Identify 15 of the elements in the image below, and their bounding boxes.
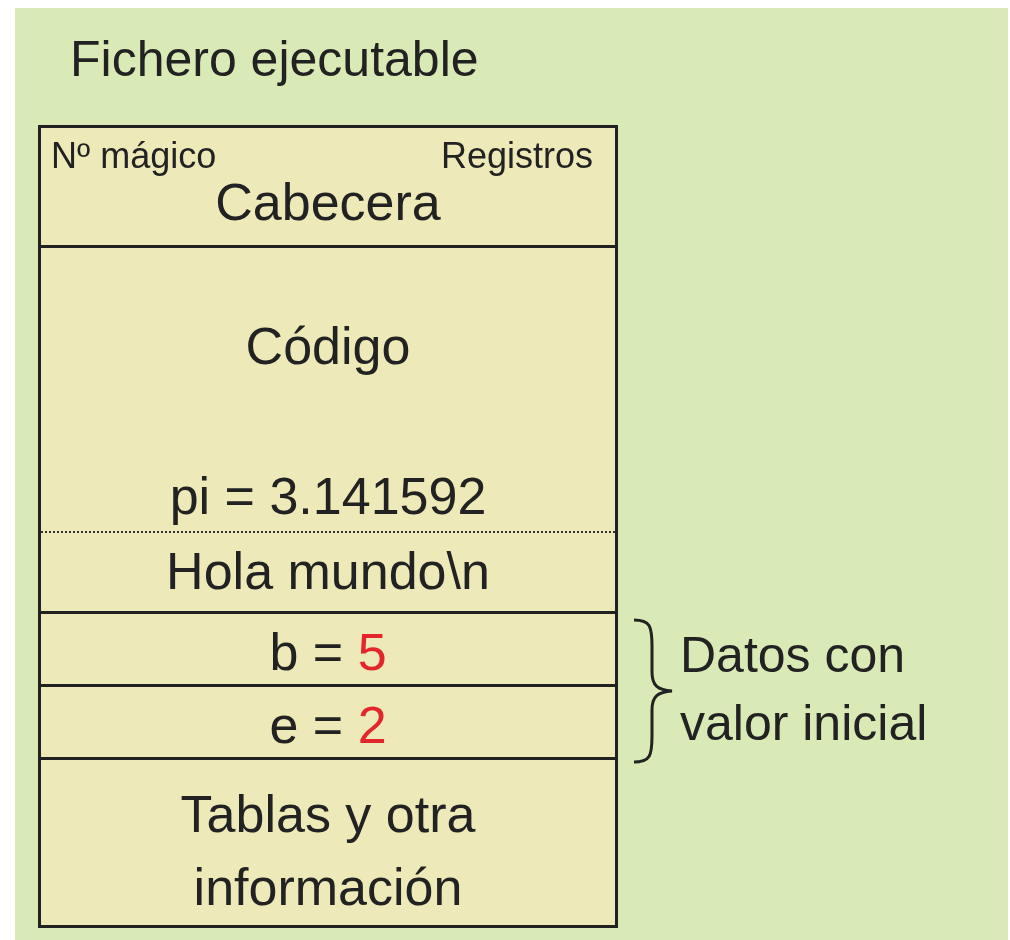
bracket-label: Datos con valor inicial [680,626,929,753]
memory-section [38,684,618,760]
field-label: Registros [440,138,593,174]
section-label: Hola mundo\n [165,545,491,597]
section-label: Tablas y otra información [179,784,477,918]
memory-section [38,611,618,687]
title-text: Fichero ejecutable [70,34,479,84]
value-text: e = 2 [268,699,388,751]
memory-section [38,757,618,928]
memory-section [38,125,618,248]
file-panel [15,8,1008,940]
value-text: b = 5 [268,626,388,678]
field-label: Nº mágico [51,138,217,174]
memory-section [38,245,618,614]
section-label: Cabecera [215,176,442,228]
